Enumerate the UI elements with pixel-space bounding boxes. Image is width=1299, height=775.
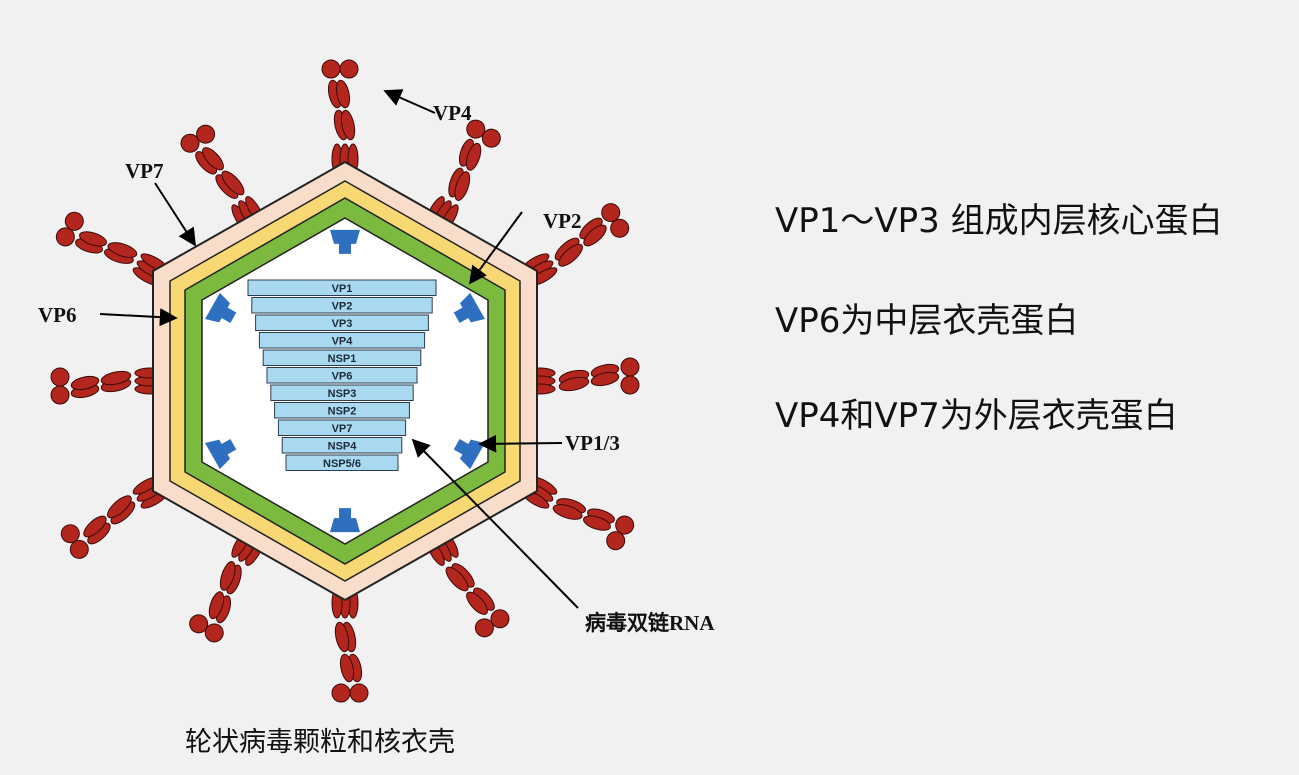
label-vp4: VP4 [433,101,472,125]
rna-segment-label: NSP3 [328,388,357,400]
rna-segment-label: VP4 [332,336,354,348]
vp7-arrow [154,182,196,247]
spike-protein-icon [331,587,369,703]
rna-segment-bar [255,314,429,331]
statement-inner-core: VP1～VP3 组成内层核心蛋白 [775,201,1223,241]
spike-protein-icon [426,530,510,638]
rna-segment-label: VP1 [332,283,353,295]
rna-segment-label: NSP1 [328,353,357,365]
spike-protein-icon [524,357,640,395]
rna-segment-label: VP3 [332,318,353,330]
label-vp7: VP7 [125,159,164,183]
rna-segment-label: NSP4 [328,441,358,453]
rna-segment-bar [274,402,410,419]
label-rna: 病毒双链RNA [585,611,715,635]
rna-segment-bar [281,437,403,454]
figure-caption: 轮状病毒颗粒和核衣壳 [185,727,455,758]
rna-segment-label: NSP5/6 [323,458,361,470]
rna-segment-bar [262,349,422,366]
label-vp2: VP2 [543,209,582,233]
vp4-arrow [383,89,436,114]
rna-segment-bar [285,454,399,471]
vp13-arrow [478,434,563,453]
statement-outer-capsid: VP4和VP7为外层衣壳蛋白 [775,396,1178,436]
vp2-arrow [468,211,523,285]
rna-segment-label: VP2 [332,301,353,313]
rna-segment-bar [266,367,418,384]
rna-arrow [411,438,579,609]
vp13-complex-icon [330,229,360,254]
rna-segment-label: VP7 [332,423,353,435]
label-vp13: VP1/3 [565,431,620,455]
vp13-group [205,229,485,533]
label-vp6: VP6 [38,303,77,327]
rna-segment-bar [251,297,433,314]
rna-segment-bar [277,419,407,436]
rna-segment-label: VP6 [332,371,353,383]
spike-protein-icon [321,59,359,175]
rna-segment-bar [258,332,426,349]
vp6-arrow [99,308,178,327]
vp13-complex-icon [453,439,485,470]
statement-middle-capsid: VP6为中层衣壳蛋白 [775,301,1079,341]
rna-segment-label: NSP2 [328,406,357,418]
vp13-complex-icon [453,292,485,323]
vp13-complex-icon [205,439,237,470]
vp13-complex-icon [205,292,237,323]
spike-protein-icon [50,367,166,405]
rna-segment-bar [270,384,414,401]
rna-segment-bar [247,279,437,296]
vp13-complex-icon [330,508,360,533]
